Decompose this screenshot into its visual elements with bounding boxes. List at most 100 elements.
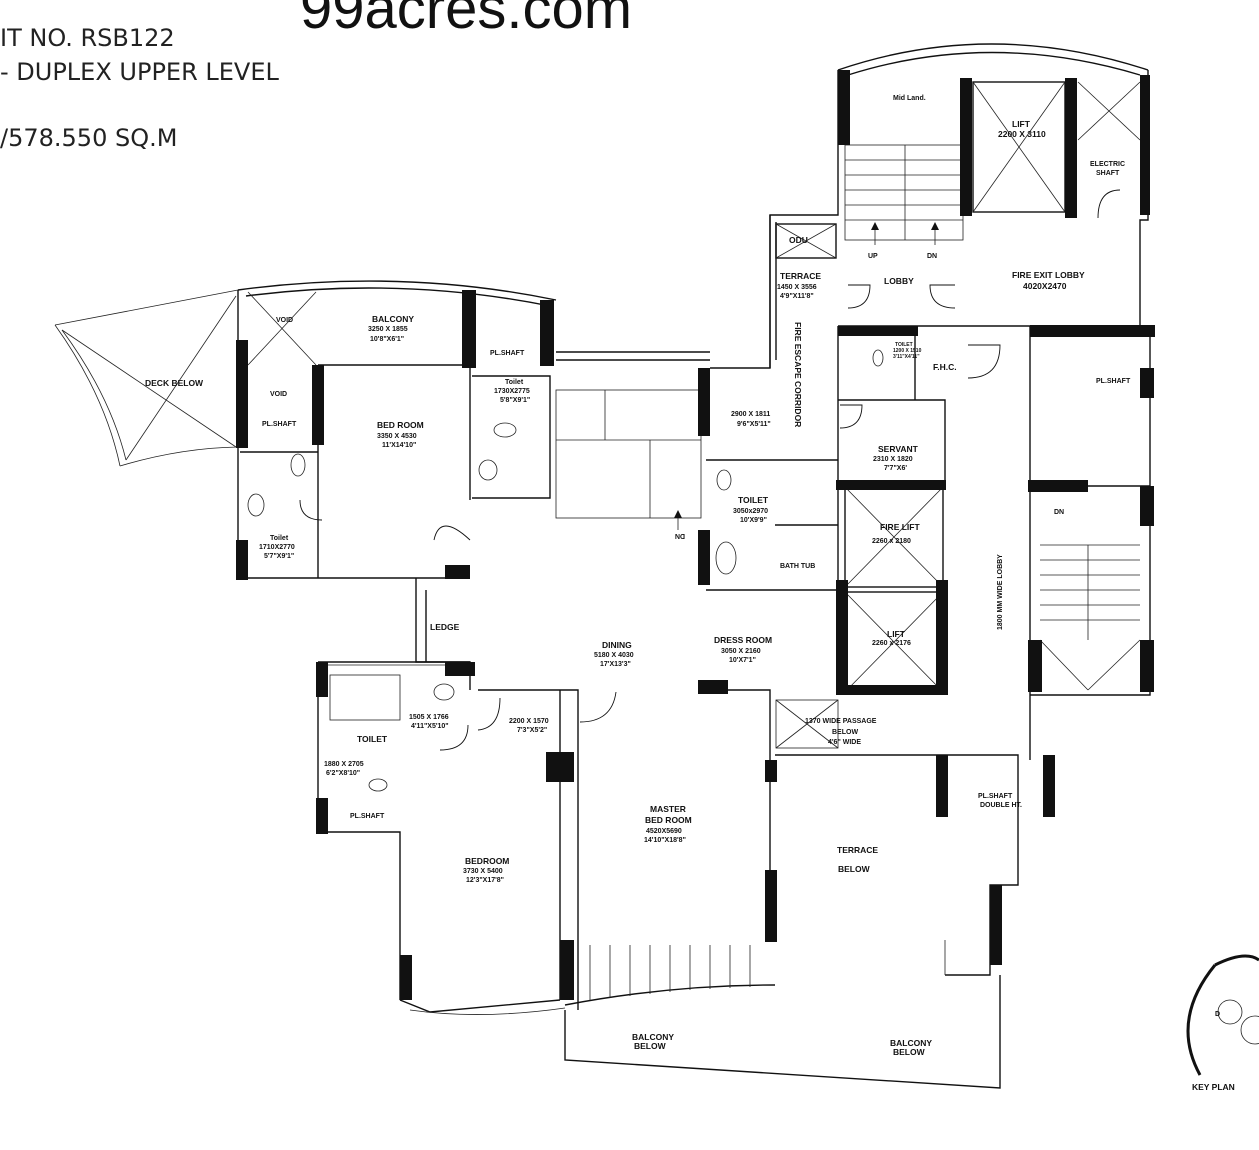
toilet-main-label: TOILET (738, 495, 769, 505)
master-dim-2: 14'10"X18'8" (644, 837, 686, 844)
master-label: MASTER (650, 804, 686, 814)
terrace-below-2: BELOW (838, 864, 871, 874)
wide-lobby-label: 1800 MM WIDE LOBBY (997, 554, 1004, 630)
corridor-dim-1: 2900 X 1811 (731, 411, 770, 418)
terrace-dim-2: 4'9"X11'8" (780, 293, 814, 300)
electric-shaft-label-1: ELECTRIC (1090, 161, 1125, 168)
balcony-below-right-1: BALCONY (890, 1038, 932, 1048)
servant-label: SERVANT (878, 444, 919, 454)
lift2-label: LIFT (887, 629, 906, 639)
deck-below-label: DECK BELOW (145, 378, 204, 388)
pl-shaft-bottom-label: PL.SHAFT (350, 813, 385, 820)
pl-shaft-top-label: PL.SHAFT (490, 350, 525, 357)
electric-shaft-label-2: SHAFT (1096, 170, 1120, 177)
passage-below-3: 4'6" WIDE (828, 739, 861, 746)
toilet-c-dim-2a: 1880 X 2705 (324, 761, 364, 768)
mid-landing-label: Mid Land. (893, 95, 926, 102)
key-plan: D KEY PLAN (1186, 954, 1259, 1092)
plan-outline (54, 43, 1151, 1089)
dn-right-stair-label: DN (1054, 509, 1064, 516)
door-swings (299, 189, 1121, 751)
terrace-dim-1: 1450 X 3556 (777, 284, 817, 291)
lift1-dim: 2200 X 3110 (998, 129, 1046, 139)
toilet-c-dim-2b: 6'2"X8'10" (326, 770, 360, 777)
bath-tub-label: BATH TUB (780, 563, 815, 570)
servant-dim-1: 2310 X 1820 (873, 456, 913, 463)
toilet-c-label: TOILET (357, 734, 388, 744)
void-top-label: VOID (276, 317, 293, 324)
servant-dim-2: 7'7"X6' (884, 465, 907, 472)
fire-exit-lobby-dim: 4020X2470 (1023, 281, 1067, 291)
corridor-dim-2: 9'6"X5'11" (737, 421, 771, 428)
stair-treads-right (1039, 545, 1141, 691)
fhc-label: F.H.C. (933, 362, 957, 372)
dining-dim-2: 17'X13'3" (600, 661, 631, 668)
solid-walls (236, 70, 1155, 1000)
key-plan-d: D (1215, 1011, 1220, 1018)
pl-shaft-double-2: DOUBLE HT. (980, 802, 1022, 809)
lift1-label: LIFT (1012, 119, 1031, 129)
toilet-main-dim-2: 10'X9'9" (740, 517, 767, 524)
pl-shaft-double-1: PL.SHAFT (978, 793, 1013, 800)
small-toilet-dim-1: 1200 X 1510 (893, 348, 922, 354)
watermark: 99acres.com (300, 0, 632, 41)
toilet-b-label: Toilet (270, 535, 289, 542)
master-label-2: BED ROOM (645, 815, 692, 825)
toilet-a-dim-1: 1730X2775 (494, 388, 530, 395)
passage-below-1: 1370 WIDE PASSAGE (805, 718, 877, 725)
pl-shaft-left-label: PL.SHAFT (262, 421, 297, 428)
stair-arrows (674, 222, 939, 530)
dining-dim-1: 5180 X 4030 (594, 652, 634, 659)
unit-type-title: - DUPLEX UPPER LEVEL (0, 58, 279, 86)
terrace-below-1: TERRACE (837, 845, 878, 855)
small-toilet-label: TOILET (895, 342, 913, 348)
bedroom1-dim-1: 3350 X 4530 (377, 433, 417, 440)
toilet-b-dim-1: 1710X2770 (259, 544, 295, 551)
balcony-below-left-1: BALCONY (632, 1032, 674, 1042)
ledge-label: LEDGE (430, 622, 460, 632)
passage-dim-2: 7'3"X5'2" (517, 727, 547, 734)
up-label: UP (868, 253, 878, 260)
toilet-a-label: Toilet (505, 379, 524, 386)
dress-room-label: DRESS ROOM (714, 635, 772, 645)
passage-below-2: BELOW (832, 729, 858, 736)
lift2-dim: 2260 x 2176 (872, 640, 911, 647)
fire-exit-lobby-label: FIRE EXIT LOBBY (1012, 270, 1085, 280)
toilet-a-dim-2: 5'8"X9'1" (500, 397, 530, 404)
bedroom2-dim-1: 3730 X 5400 (463, 868, 503, 875)
passage-dim-1: 2200 X 1570 (509, 718, 549, 725)
stair-treads-top (845, 159, 963, 221)
bathroom-fixtures (247, 349, 884, 792)
toilet-c-dim-1a: 1505 X 1766 (409, 714, 449, 721)
toilet-c-dim-1b: 4'11"X5'10" (411, 723, 449, 730)
fire-lift-label: FIRE LIFT (880, 522, 920, 532)
master-dim-1: 4520X5690 (646, 828, 682, 835)
fire-lift-dim: 2260 x 2180 (872, 538, 911, 545)
bedroom2-label: BEDROOM (465, 856, 509, 866)
small-toilet-dim-2: 3'11"X4'11" (893, 354, 920, 360)
dress-room-dim-2: 10'X7'1" (729, 657, 756, 664)
toilet-main-dim-1: 3050x2970 (733, 508, 768, 515)
dn-label: DN (927, 253, 937, 260)
terrace-label: TERRACE (780, 271, 821, 281)
dn-internal-label: DN (675, 532, 685, 539)
balcony-below-left-2: BELOW (634, 1041, 667, 1051)
balcony-below-right-2: BELOW (893, 1047, 926, 1057)
lobby-label: LOBBY (884, 276, 914, 286)
toilet-b-dim-2: 5'7"X9'1" (264, 553, 294, 560)
key-plan-label: KEY PLAN (1192, 1082, 1235, 1092)
unit-number-title: IT NO. RSB122 (0, 24, 175, 52)
void-bottom-label: VOID (270, 391, 287, 398)
balcony-label: BALCONY (372, 314, 414, 324)
balcony-dim-2: 10'8"X6'1" (370, 336, 404, 343)
pl-shaft-right-label: PL.SHAFT (1096, 378, 1131, 385)
bedroom1-label: BED ROOM (377, 420, 424, 430)
dining-label: DINING (602, 640, 632, 650)
dress-room-dim-1: 3050 X 2160 (721, 648, 761, 655)
master-balcony-railing (589, 945, 751, 1000)
odu-label: ODU (789, 235, 808, 245)
fire-escape-corridor-label: FIRE ESCAPE CORRIDOR (793, 322, 803, 427)
bedroom1-dim-2: 11'X14'10" (382, 442, 416, 449)
balcony-dim-1: 3250 X 1855 (368, 326, 408, 333)
